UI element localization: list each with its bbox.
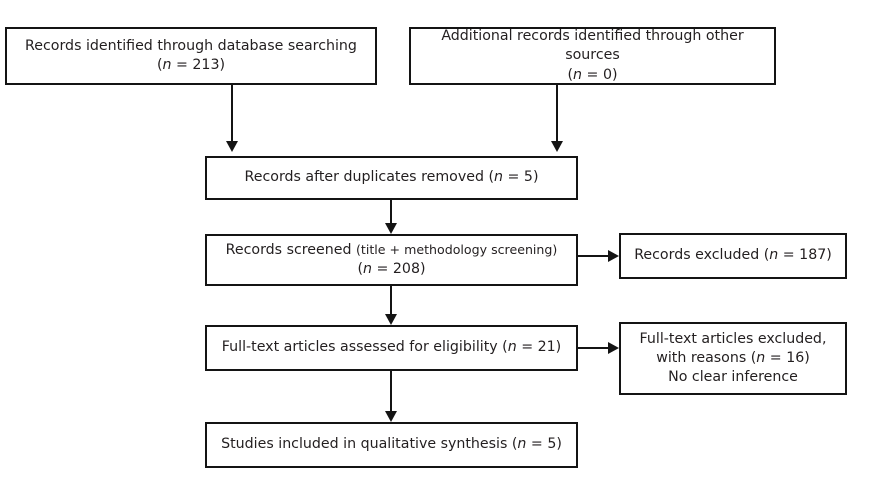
count-italic-n: n — [494, 169, 504, 186]
arrowhead-other-to-duplicates-icon — [551, 141, 563, 152]
records-screened-line1: Records screened (title + methodology sc… — [213, 241, 570, 260]
arrowhead-screened-to-excluded-icon — [608, 250, 619, 262]
count-italic-n: n — [769, 247, 779, 264]
count-italic-n: n — [517, 436, 527, 453]
studies-included-prefix: Studies included in qualitative synthesi… — [221, 436, 518, 453]
arrowhead-fulltext-to-included-icon — [385, 411, 397, 422]
fulltext-excluded-prefix: with reasons ( — [656, 349, 757, 366]
records-screened-count: (n = 208) — [213, 260, 570, 279]
connector-fulltext-to-included — [390, 371, 392, 411]
fulltext-excluded-line1: Full-text articles excluded, — [639, 330, 827, 347]
records-excluded-text: Records excluded (n = 187) — [627, 246, 839, 265]
records-excluded-suffix: = 187) — [778, 247, 832, 264]
connector-database-to-duplicates — [231, 85, 233, 141]
records-identified-other-count: (n = 0) — [417, 66, 768, 85]
box-records-identified-other: Additional records identified through ot… — [409, 27, 776, 85]
records-identified-database-count: (n = 213) — [13, 56, 369, 75]
count-suffix: = 208) — [372, 261, 426, 277]
count-prefix: ( — [156, 57, 163, 73]
box-records-identified-database: Records identified through database sear… — [5, 27, 377, 85]
arrowhead-duplicates-to-screened-icon — [385, 223, 397, 234]
count-prefix: ( — [357, 261, 363, 277]
count-italic-n: n — [363, 261, 372, 277]
fulltext-assessed-text: Full-text articles assessed for eligibil… — [213, 338, 570, 357]
box-records-excluded: Records excluded (n = 187) — [619, 233, 847, 279]
box-fulltext-excluded: Full-text articles excluded, with reason… — [619, 322, 847, 395]
arrowhead-database-to-duplicates-icon — [226, 141, 238, 152]
fulltext-excluded-line2: with reasons (n = 16) — [627, 349, 839, 368]
arrowhead-fulltext-to-excluded-icon — [608, 342, 619, 354]
duplicates-removed-text: Records after duplicates removed (n = 5) — [213, 168, 570, 187]
count-prefix: ( — [567, 66, 574, 83]
count-suffix: = 213) — [171, 57, 226, 73]
studies-included-text: Studies included in qualitative synthesi… — [213, 435, 570, 454]
arrowhead-screened-to-fulltext-icon — [385, 314, 397, 325]
records-screened-main: Records screened — [225, 241, 356, 258]
records-excluded-prefix: Records excluded ( — [634, 247, 770, 264]
count-italic-n: n — [162, 57, 172, 73]
count-italic-n: n — [756, 349, 766, 366]
box-fulltext-assessed: Full-text articles assessed for eligibil… — [205, 325, 578, 371]
count-italic-n: n — [573, 66, 583, 83]
connector-screened-to-excluded — [578, 255, 610, 257]
records-identified-other-line1: Additional records identified through ot… — [441, 28, 744, 64]
studies-included-suffix: = 5) — [526, 436, 562, 453]
duplicates-prefix: Records after duplicates removed ( — [244, 169, 495, 186]
records-screened-qualifier: (title + methodology screening) — [355, 241, 558, 257]
count-suffix: = 0) — [582, 66, 618, 83]
connector-other-to-duplicates — [556, 85, 558, 141]
fulltext-assessed-prefix: Full-text articles assessed for eligibil… — [221, 339, 508, 356]
fulltext-excluded-line3: No clear inference — [668, 369, 798, 386]
records-identified-database-line1: Records identified through database sear… — [25, 37, 357, 54]
duplicates-suffix: = 5) — [503, 169, 539, 186]
fulltext-excluded-suffix: = 16) — [765, 349, 810, 366]
box-studies-included: Studies included in qualitative synthesi… — [205, 422, 578, 468]
connector-duplicates-to-screened — [390, 200, 392, 223]
connector-fulltext-to-excluded — [578, 347, 610, 349]
fulltext-assessed-suffix: = 21) — [516, 339, 562, 356]
count-italic-n: n — [507, 339, 517, 356]
box-records-after-duplicates-removed: Records after duplicates removed (n = 5) — [205, 156, 578, 200]
box-records-screened: Records screened (title + methodology sc… — [205, 234, 578, 286]
connector-screened-to-fulltext — [390, 286, 392, 314]
